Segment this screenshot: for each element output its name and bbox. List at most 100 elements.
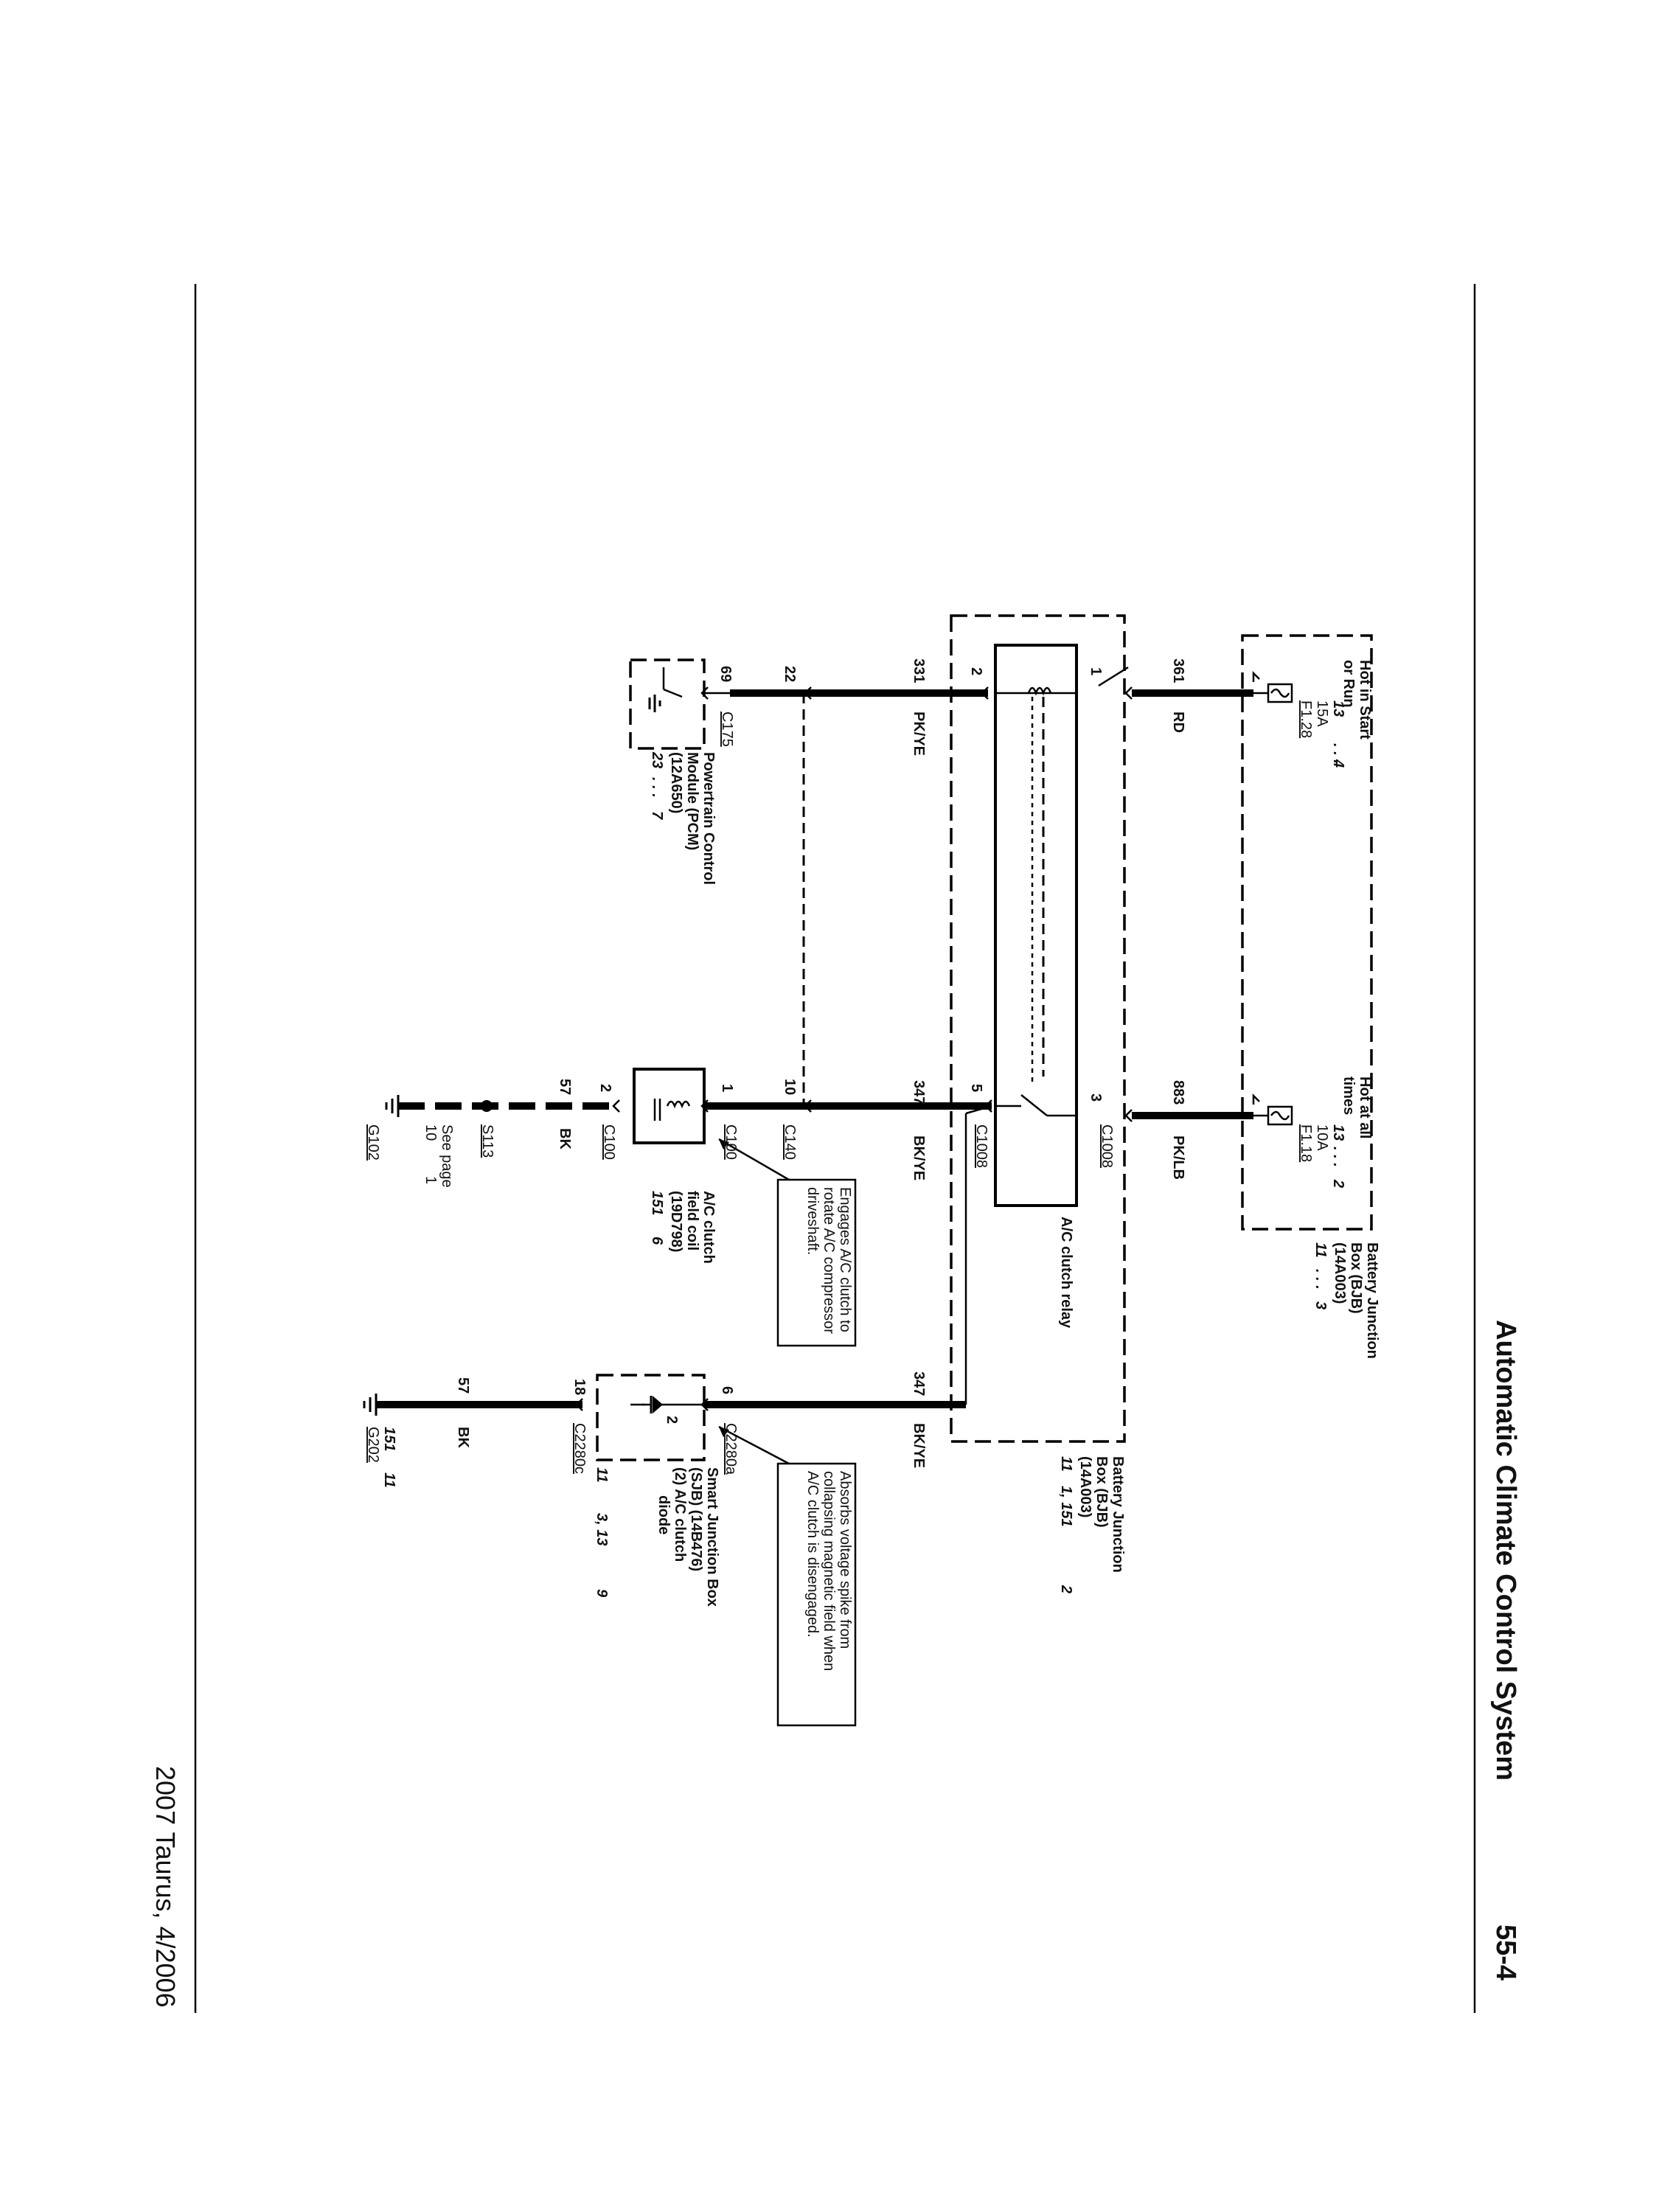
clutch-connector-c140: C140 <box>782 1124 798 1160</box>
feed-right-label: Hot at all times <box>1340 1077 1373 1138</box>
relay-connector-a: C1008 <box>1099 1124 1115 1168</box>
relay-pin2: 2 <box>968 667 984 675</box>
diode-icon <box>630 1396 704 1413</box>
svg-text:11: 11 <box>594 1467 610 1483</box>
connector-chevron <box>984 1099 992 1113</box>
svg-text:F1.28: F1.28 <box>1298 700 1314 738</box>
sjb-pin18: 18 <box>571 1379 588 1395</box>
svg-text:field coil: field coil <box>684 1191 700 1251</box>
clutch-pin1: 1 <box>719 1084 735 1092</box>
pcm-box <box>629 658 706 750</box>
note-arrow-clutch <box>719 1139 729 1150</box>
svg-text:(14A003): (14A003) <box>1077 1456 1093 1517</box>
connector-chevron <box>700 1099 709 1113</box>
svg-text:151: 151 <box>649 1191 665 1215</box>
svg-text:4: 4 <box>1330 759 1346 768</box>
svg-text:collapsing magnetic field when: collapsing magnetic field when <box>821 1471 837 1671</box>
svg-text:(2) A/C clutch: (2) A/C clutch <box>672 1467 688 1562</box>
svg-text:1, 151: 1, 151 <box>1058 1486 1074 1527</box>
svg-text:A/C clutch: A/C clutch <box>700 1191 717 1264</box>
wire-347a-color: BK/YE <box>911 1135 927 1180</box>
splice-dot <box>481 1100 493 1112</box>
svg-text:9: 9 <box>594 1589 610 1598</box>
svg-text:(19D798): (19D798) <box>668 1191 684 1252</box>
svg-text:Box (BJB): Box (BJB) <box>1348 1242 1364 1314</box>
clutch-connector-bottom: C100 <box>601 1124 617 1160</box>
sjb-name: Smart Junction Box (SJB) (14B476) (2) A/… <box>594 1467 720 1607</box>
note-diode: Absorbs voltage spike from collapsing ma… <box>804 1471 853 1671</box>
wire-883-color: PK/LB <box>1170 1135 1186 1180</box>
connector-chevron <box>981 686 989 700</box>
relay-pin1: 1 <box>1088 667 1104 675</box>
clutch-pin2: 2 <box>597 1084 613 1092</box>
fuse-f128 <box>1252 670 1293 703</box>
pcm-switch-icon <box>648 667 683 712</box>
svg-text:(12A650): (12A650) <box>668 752 684 813</box>
fuse-f118-label: F1.18 10A 13 . . . 2 <box>1298 1124 1346 1188</box>
wire-57b-circuit: 57 <box>455 1377 471 1394</box>
svg-text:3: 3 <box>1312 1301 1329 1310</box>
splice-ref: See page 10 1 <box>422 1124 455 1188</box>
pcm-name: Powertrain Control Module (PCM) (12A650)… <box>649 751 717 885</box>
clutch-connector-top: C100 <box>723 1124 739 1160</box>
ground-g102-label: G102 <box>365 1124 381 1161</box>
svg-text:11: 11 <box>1058 1456 1074 1472</box>
svg-text:Powertrain Control: Powertrain Control <box>700 752 717 885</box>
relay-pin5: 5 <box>968 1084 984 1092</box>
bjb-top-name: Battery Junction Box (BJB) (14A003) 11 .… <box>1312 1242 1380 1359</box>
relay-switch-blade <box>1020 1094 1048 1116</box>
relay-coil-icon <box>1027 686 1052 696</box>
svg-text:Hot at all: Hot at all <box>1357 1077 1373 1138</box>
relay-pin1-arrow <box>1098 666 1129 687</box>
wire-69-circuit: 69 <box>717 666 734 682</box>
connector-chevron <box>612 1099 620 1113</box>
svg-text:times: times <box>1340 1077 1357 1115</box>
relay-body <box>994 644 1078 1207</box>
fuse-f118 <box>1252 1093 1293 1126</box>
note-leader-clutch <box>718 1138 790 1181</box>
note-box-diode <box>776 1462 857 1727</box>
svg-text:. . .: . . . <box>649 777 665 798</box>
relay-connector-b: C1008 <box>973 1124 990 1168</box>
connector-chevron <box>700 686 709 700</box>
wire-883-circuit: 883 <box>1170 1080 1186 1105</box>
svg-text:rotate A/C compressor: rotate A/C compressor <box>821 1187 837 1334</box>
relay-pin3: 3 <box>1088 1093 1104 1102</box>
sjb-pin6: 6 <box>719 1386 735 1394</box>
wire-331-color: PK/YE <box>911 712 927 756</box>
bjb-bottom-name: Battery Junction Box (BJB) (14A003) 11 1… <box>1058 1456 1126 1593</box>
svg-text:(SJB) (14B476): (SJB) (14B476) <box>688 1467 704 1571</box>
svg-text:See page: See page <box>439 1124 455 1188</box>
svg-text:2: 2 <box>1058 1585 1074 1593</box>
wire-361-color: RD <box>1170 712 1186 733</box>
svg-text:Hot in Start: Hot in Start <box>1357 660 1373 740</box>
pcm-connector: C175 <box>719 712 735 747</box>
svg-text:2: 2 <box>1330 1179 1346 1188</box>
svg-text:. . .: . . . <box>1312 1269 1329 1290</box>
svg-text:diode: diode <box>655 1495 672 1534</box>
svg-text:A/C clutch is disengaged.: A/C clutch is disengaged. <box>804 1471 821 1638</box>
wire-57b-color: BK <box>455 1427 471 1448</box>
wire-331-circuit: 331 <box>911 658 927 683</box>
wire-57a-color: BK <box>557 1128 573 1150</box>
svg-text:6: 6 <box>649 1237 665 1245</box>
sjb-connector-bottom: C2280c <box>571 1423 588 1474</box>
svg-text:or Run: or Run <box>1340 660 1357 707</box>
note-clutch: Engages A/C clutch to rotate A/C compres… <box>804 1187 853 1334</box>
connector-chevron <box>575 1398 583 1411</box>
svg-text:3, 13: 3, 13 <box>594 1513 610 1545</box>
bjb-relay-box <box>950 614 1126 1443</box>
connector-chevron <box>1124 1109 1133 1122</box>
svg-text:11: 11 <box>381 1472 397 1488</box>
note-box-clutch <box>776 1178 857 1347</box>
svg-text:10: 10 <box>422 1124 439 1141</box>
svg-text:1: 1 <box>422 1176 439 1184</box>
splice-id: S113 <box>479 1124 495 1158</box>
svg-text:F1.18: F1.18 <box>1298 1124 1314 1162</box>
bjb-fuse-box <box>1241 634 1373 1231</box>
wire-22-circuit: 22 <box>782 666 798 682</box>
svg-text:. . .: . . . <box>1330 743 1346 764</box>
wire-347b-color: BK/YE <box>911 1423 927 1468</box>
svg-text:15A: 15A <box>1314 700 1330 727</box>
